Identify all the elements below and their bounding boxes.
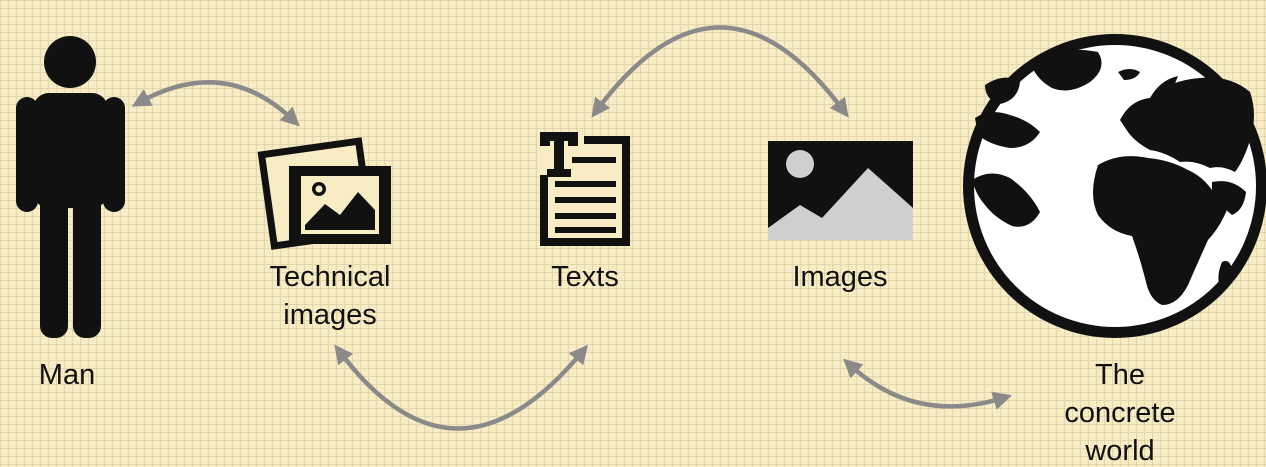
person-icon [16, 36, 125, 338]
text-document-icon [538, 132, 630, 246]
arrow-man-technical-images [131, 80, 300, 127]
landscape-image-icon [768, 141, 913, 240]
label-concrete-world: The concrete world [1064, 359, 1176, 467]
label-technical-images: Technical images [269, 261, 391, 331]
arrow-texts-images [591, 25, 849, 118]
label-man: Man [38, 359, 96, 391]
photo-stack-icon [257, 137, 391, 250]
globe-icon [963, 34, 1266, 338]
arrow-technical-images-texts [334, 344, 589, 431]
label-texts: Texts [551, 261, 619, 293]
label-images: Images [792, 261, 888, 293]
arrow-images-concrete-world [843, 358, 1013, 410]
